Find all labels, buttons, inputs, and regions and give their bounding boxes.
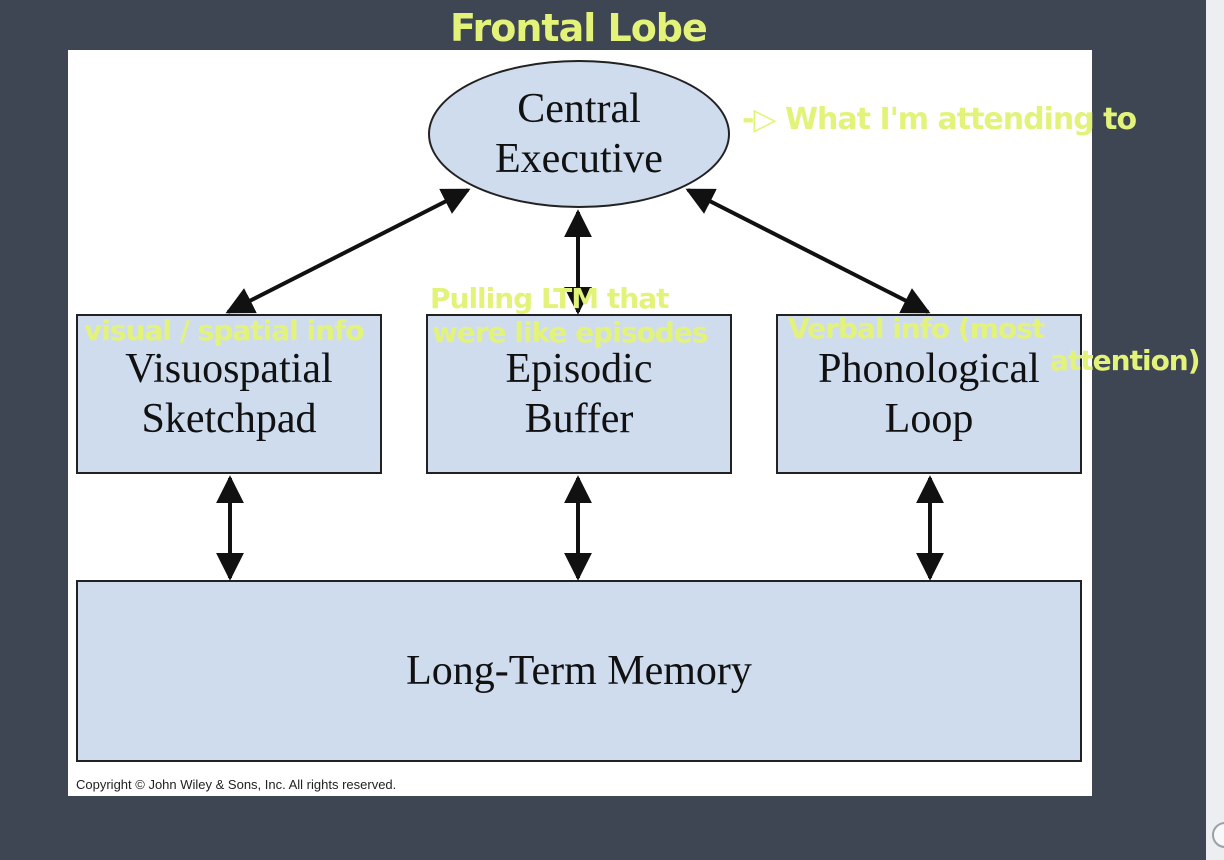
arrow-exec-phonological — [685, 188, 931, 314]
episodic-buffer-node: Episodic Buffer — [426, 314, 732, 474]
slide: Central Executive Visuospatial Sketchpad… — [68, 50, 1092, 796]
phonological-line1: Phonological — [818, 346, 1040, 392]
annotation-attending: -▷ What I'm attending to — [742, 102, 1137, 137]
long-term-memory-node: Long-Term Memory — [76, 580, 1082, 762]
annotation-visual-spatial: visual / spatial info — [84, 314, 364, 347]
connector-arrows — [216, 188, 944, 581]
phonological-line2: Loop — [884, 396, 974, 442]
phonological-loop-node: Phonological Loop — [776, 314, 1082, 474]
episodic-line1: Episodic — [505, 346, 653, 392]
long-term-memory-label: Long-Term Memory — [406, 648, 752, 694]
visuospatial-line2: Sketchpad — [141, 396, 317, 442]
copyright-text: Copyright © John Wiley & Sons, Inc. All … — [76, 777, 397, 792]
central-executive-line1: Central — [517, 86, 641, 132]
central-executive-node: Central Executive — [428, 60, 730, 208]
central-executive-line2: Executive — [495, 136, 663, 182]
annotation-verbal-1: Verbal info (most — [788, 312, 1045, 345]
scrollbar-track[interactable] — [1206, 0, 1224, 860]
annotation-frontal-lobe: Frontal Lobe — [450, 6, 708, 50]
annotation-episodic-1: Pulling LTM that — [430, 282, 669, 315]
visuospatial-sketchpad-node: Visuospatial Sketchpad — [76, 314, 382, 474]
annotation-verbal-2: attention) — [1050, 344, 1201, 377]
episodic-line2: Buffer — [524, 396, 634, 442]
annotation-episodic-2: were like episodes — [432, 316, 708, 349]
visuospatial-line1: Visuospatial — [125, 346, 333, 392]
arrow-exec-visuospatial — [225, 188, 471, 314]
